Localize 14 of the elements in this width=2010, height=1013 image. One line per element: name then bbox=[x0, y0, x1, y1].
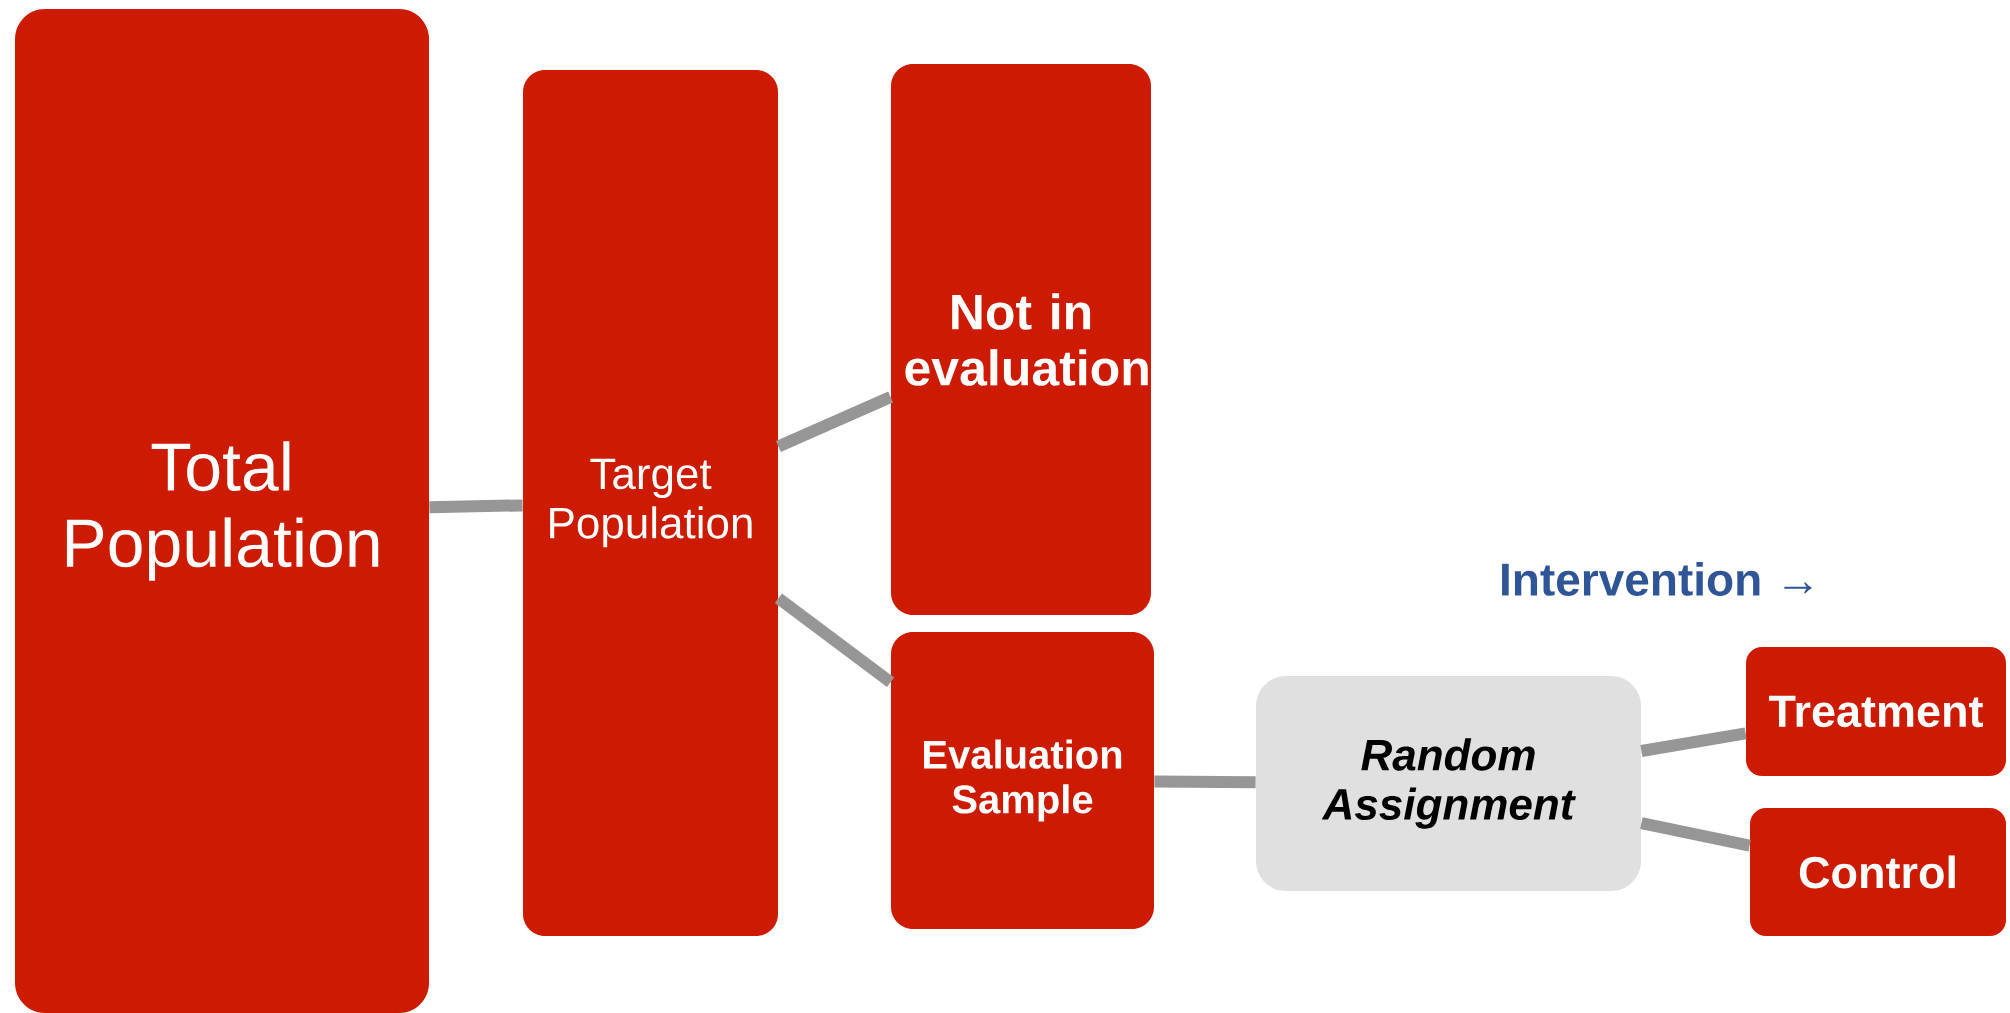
group-box: Not in evaluation bbox=[891, 64, 1151, 615]
process-box: Random Assignment bbox=[1256, 676, 1641, 891]
population-box: Total Population bbox=[15, 9, 429, 1013]
connector-line bbox=[1640, 727, 1747, 757]
group-box: Evaluation Sample bbox=[891, 632, 1154, 929]
group-box: Treatment bbox=[1746, 647, 2006, 776]
connector-line bbox=[774, 593, 895, 687]
note-text: Intervention → bbox=[1502, 562, 1812, 596]
connector-line bbox=[1640, 817, 1751, 852]
population-box: Target Population bbox=[523, 70, 778, 936]
connector-line bbox=[1154, 775, 1256, 789]
connector-line bbox=[775, 391, 894, 453]
group-box: Control bbox=[1750, 808, 2006, 936]
connector-line bbox=[429, 499, 523, 514]
